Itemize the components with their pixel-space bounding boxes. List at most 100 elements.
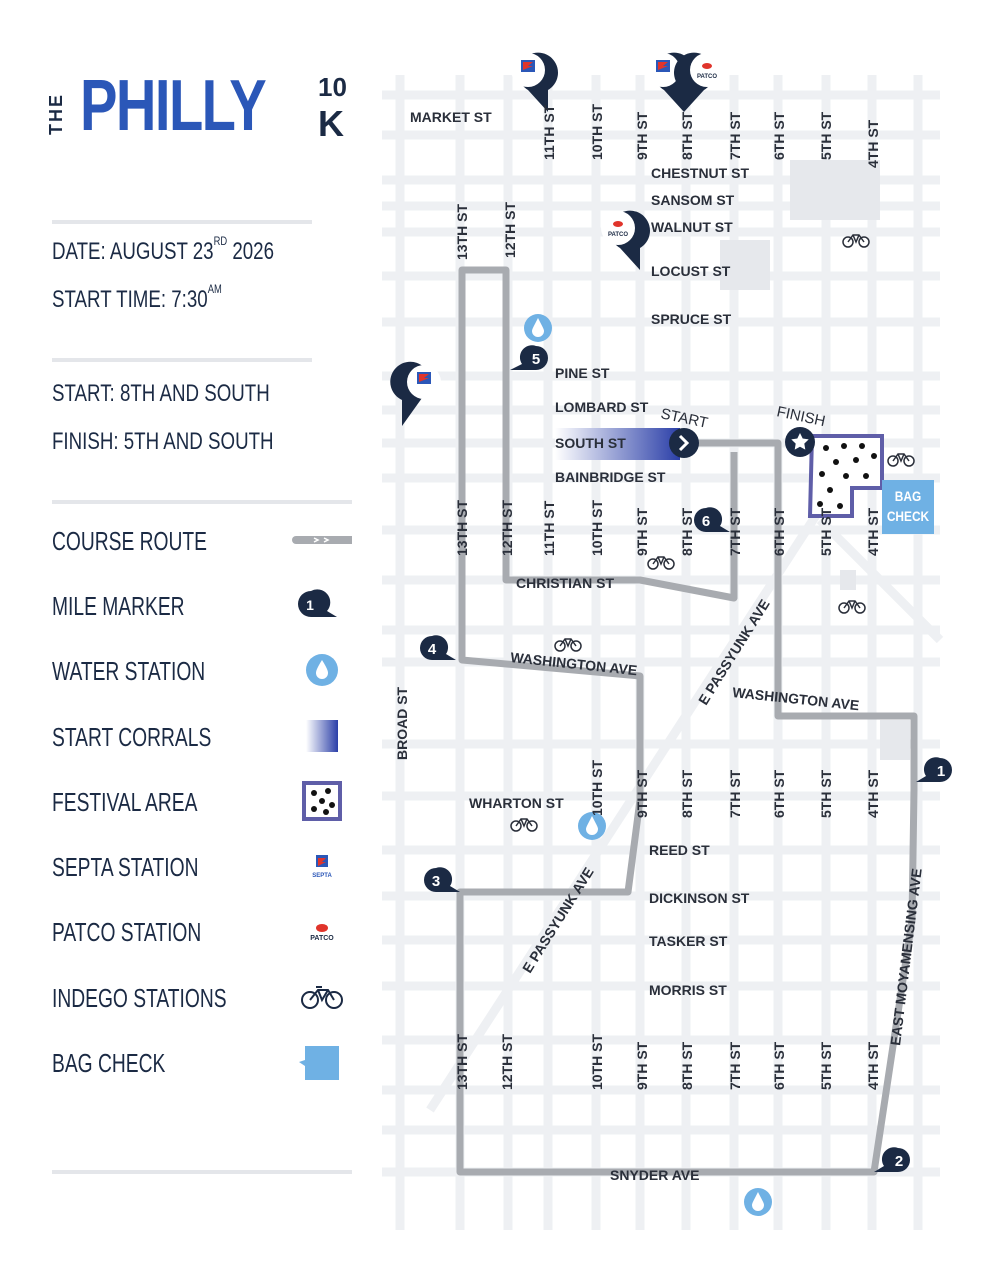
bicycle-icon [842, 234, 870, 248]
start-location: START: 8TH AND SOUTH [52, 380, 270, 407]
legend-label: PATCO STATION [52, 917, 202, 947]
svg-text:6: 6 [702, 513, 710, 530]
svg-text:3: 3 [432, 873, 440, 890]
vstreet-5th: 5TH ST [818, 111, 834, 160]
mile-markers: 1 2 3 4 5 6 [420, 345, 952, 1172]
vstreet-4th: 4TH ST [865, 507, 881, 556]
bicycle-icons [510, 234, 915, 832]
vstreet-8th: 8TH ST [679, 111, 695, 160]
vstreet-6th: 6TH ST [771, 507, 787, 556]
vstreet-6th: 6TH ST [771, 769, 787, 818]
vstreet-10th: 10TH ST [589, 104, 605, 160]
vstreet-8th: 8TH ST [679, 1041, 695, 1090]
vstreet-12th: 12TH ST [499, 1034, 515, 1090]
street-sansom: SANSOM ST [651, 192, 735, 208]
svg-text:5: 5 [532, 351, 540, 368]
legend-label: COURSE ROUTE [52, 526, 208, 556]
divider [52, 500, 352, 504]
bag-check-icon [292, 1042, 352, 1082]
vertical-street-labels-mid: 13TH ST 12TH ST 11TH ST 10TH ST 9TH ST 8… [454, 500, 881, 556]
street-reed: REED ST [649, 842, 710, 858]
start-corral-icon [292, 716, 352, 756]
legend-septa-station: SEPTA STATION SEPTA [52, 846, 352, 886]
legend-bag-check: BAG CHECK [52, 1042, 352, 1082]
street-locust: LOCUST ST [651, 263, 731, 279]
logo-philly: PHILLY [80, 66, 267, 146]
water-drop-icon [292, 650, 352, 690]
vstreet-6th: 6TH ST [771, 111, 787, 160]
vstreet-11th: 11TH ST [541, 500, 557, 556]
legend-label: FESTIVAL AREA [52, 787, 198, 817]
bicycle-icon [838, 600, 866, 614]
street-broad: BROAD ST [394, 686, 410, 760]
street-morris: MORRIS ST [649, 982, 727, 998]
logo-k: K [318, 103, 344, 144]
vstreet-6th: 6TH ST [771, 1041, 787, 1090]
vstreet-5th: 5TH ST [818, 507, 834, 556]
building-blocks [720, 160, 910, 760]
mile-marker-6: 6 [694, 507, 730, 532]
start-corral [555, 428, 680, 460]
svg-text:PATCO: PATCO [310, 935, 334, 942]
bicycle-icon [554, 638, 582, 652]
vstreet-10th: 10TH ST [589, 760, 605, 816]
patco-pin-8th: PATCO [674, 52, 724, 112]
street-dickinson: DICKINSON ST [649, 890, 750, 906]
bag-check-line2: CHECK [886, 508, 930, 524]
vstreet-7th: 7TH ST [727, 111, 743, 160]
mile-marker-1: 1 [916, 757, 952, 782]
legend-label: START CORRALS [52, 722, 212, 752]
divider [52, 358, 312, 362]
mile-marker-4: 4 [420, 635, 456, 660]
vstreet-10th: 10TH ST [589, 1034, 605, 1090]
vstreet-4th: 4TH ST [865, 119, 881, 168]
bicycle-icon [887, 453, 915, 467]
svg-text:2: 2 [895, 1153, 903, 1170]
event-start-time: START TIME: 7:30AM [52, 282, 222, 313]
festival-area-icon [292, 781, 352, 821]
vstreet-8th: 8TH ST [679, 769, 695, 818]
street-christian: CHRISTIAN ST [516, 575, 614, 591]
legend-patco-station: PATCO STATION PATCO [52, 911, 352, 951]
vstreet-10th: 10TH ST [589, 500, 605, 556]
svg-text:4: 4 [428, 641, 437, 658]
vstreet-8th: 8TH ST [679, 507, 695, 556]
svg-text:PATCO: PATCO [608, 232, 628, 238]
vstreet-5th: 5TH ST [818, 1041, 834, 1090]
finish-location: FINISH: 5TH AND SOUTH [52, 428, 274, 455]
vstreet-9th: 9TH ST [634, 111, 650, 160]
svg-text:PATCO: PATCO [697, 74, 717, 80]
vstreet-4th: 4TH ST [865, 1041, 881, 1090]
legend-indego-stations: INDEGO STATIONS [52, 977, 352, 1017]
street-lombard: LOMBARD ST [555, 399, 649, 415]
legend-label: MILE MARKER [52, 591, 185, 621]
street-washington-east: WASHINGTON AVE [732, 684, 860, 713]
svg-text:SEPTA: SEPTA [312, 873, 332, 879]
legend-water-station: WATER STATION [52, 650, 352, 690]
logo-the: THE [46, 93, 66, 135]
water-station-snyder [744, 1188, 772, 1216]
legend-label: SEPTA STATION [52, 852, 199, 882]
legend-label: WATER STATION [52, 656, 206, 686]
bag-check-tag: BAG CHECK [882, 480, 934, 534]
vstreet-9th: 9TH ST [634, 769, 650, 818]
vstreet-9th: 9TH ST [634, 1041, 650, 1090]
water-stations [524, 314, 772, 1216]
vertical-street-labels-lower: 10TH ST 9TH ST 8TH ST 7TH ST 6TH ST 5TH … [589, 760, 881, 818]
street-bainbridge: BAINBRIDGE ST [555, 469, 666, 485]
vstreet-11th: 11TH ST [541, 104, 557, 160]
festival-dots [817, 443, 877, 509]
legend-course-route: COURSE ROUTE [52, 520, 352, 560]
septa-pin-11th [511, 52, 558, 112]
vstreet-5th: 5TH ST [818, 769, 834, 818]
course-map: 1 2 3 4 5 6 PATCO PATCO MARKET ST CHESTN… [382, 52, 952, 1230]
legend-festival-area: FESTIVAL AREA [52, 781, 352, 821]
divider [52, 1170, 352, 1174]
mile-marker-5: 5 [510, 345, 548, 370]
vertical-street-labels-upper-mid: 13TH ST 12TH ST [454, 202, 518, 260]
street-wharton: WHARTON ST [469, 795, 564, 811]
water-station-reed [578, 812, 606, 840]
vstreet-13th: 13TH ST [454, 1034, 470, 1090]
legend-mile-marker: MILE MARKER 1 [52, 585, 352, 625]
septa-pin-broad [390, 361, 441, 426]
